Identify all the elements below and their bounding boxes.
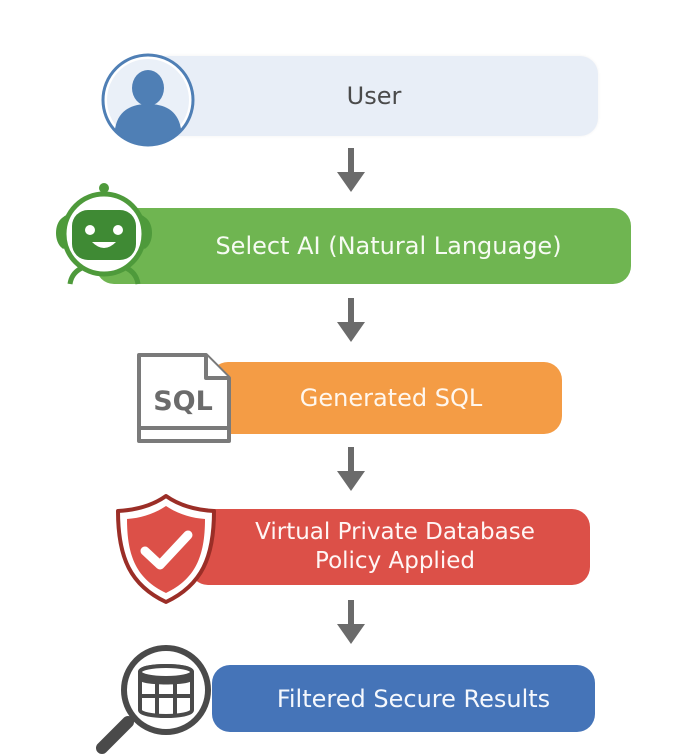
user-icon: [101, 53, 195, 147]
shield-check-icon: [116, 494, 216, 604]
robot-icon: [56, 183, 152, 285]
step-generated-sql: Generated SQL: [210, 362, 562, 434]
step-generated-sql-label: Generated SQL: [299, 384, 483, 412]
step-user: User: [150, 56, 598, 136]
step-vpd-policy: Virtual Private Database Policy Applied: [190, 509, 590, 585]
step-filtered-results: Filtered Secure Results: [212, 665, 595, 732]
sql-file-icon: SQL: [137, 353, 231, 443]
step-vpd-label-line1: Virtual Private Database: [255, 519, 535, 546]
step-select-ai-label: Select AI (Natural Language): [215, 232, 562, 260]
down-arrow-icon: [337, 447, 365, 491]
down-arrow-icon: [337, 600, 365, 644]
step-vpd-label-line2: Policy Applied: [315, 548, 475, 574]
step-select-ai: Select AI (Natural Language): [96, 208, 631, 284]
step-user-label: User: [346, 82, 402, 110]
sql-icon-text: SQL: [153, 386, 213, 417]
database-search-icon: [96, 645, 211, 754]
down-arrow-icon: [337, 298, 365, 342]
down-arrow-icon: [337, 148, 365, 192]
step-filtered-results-label: Filtered Secure Results: [276, 684, 551, 713]
